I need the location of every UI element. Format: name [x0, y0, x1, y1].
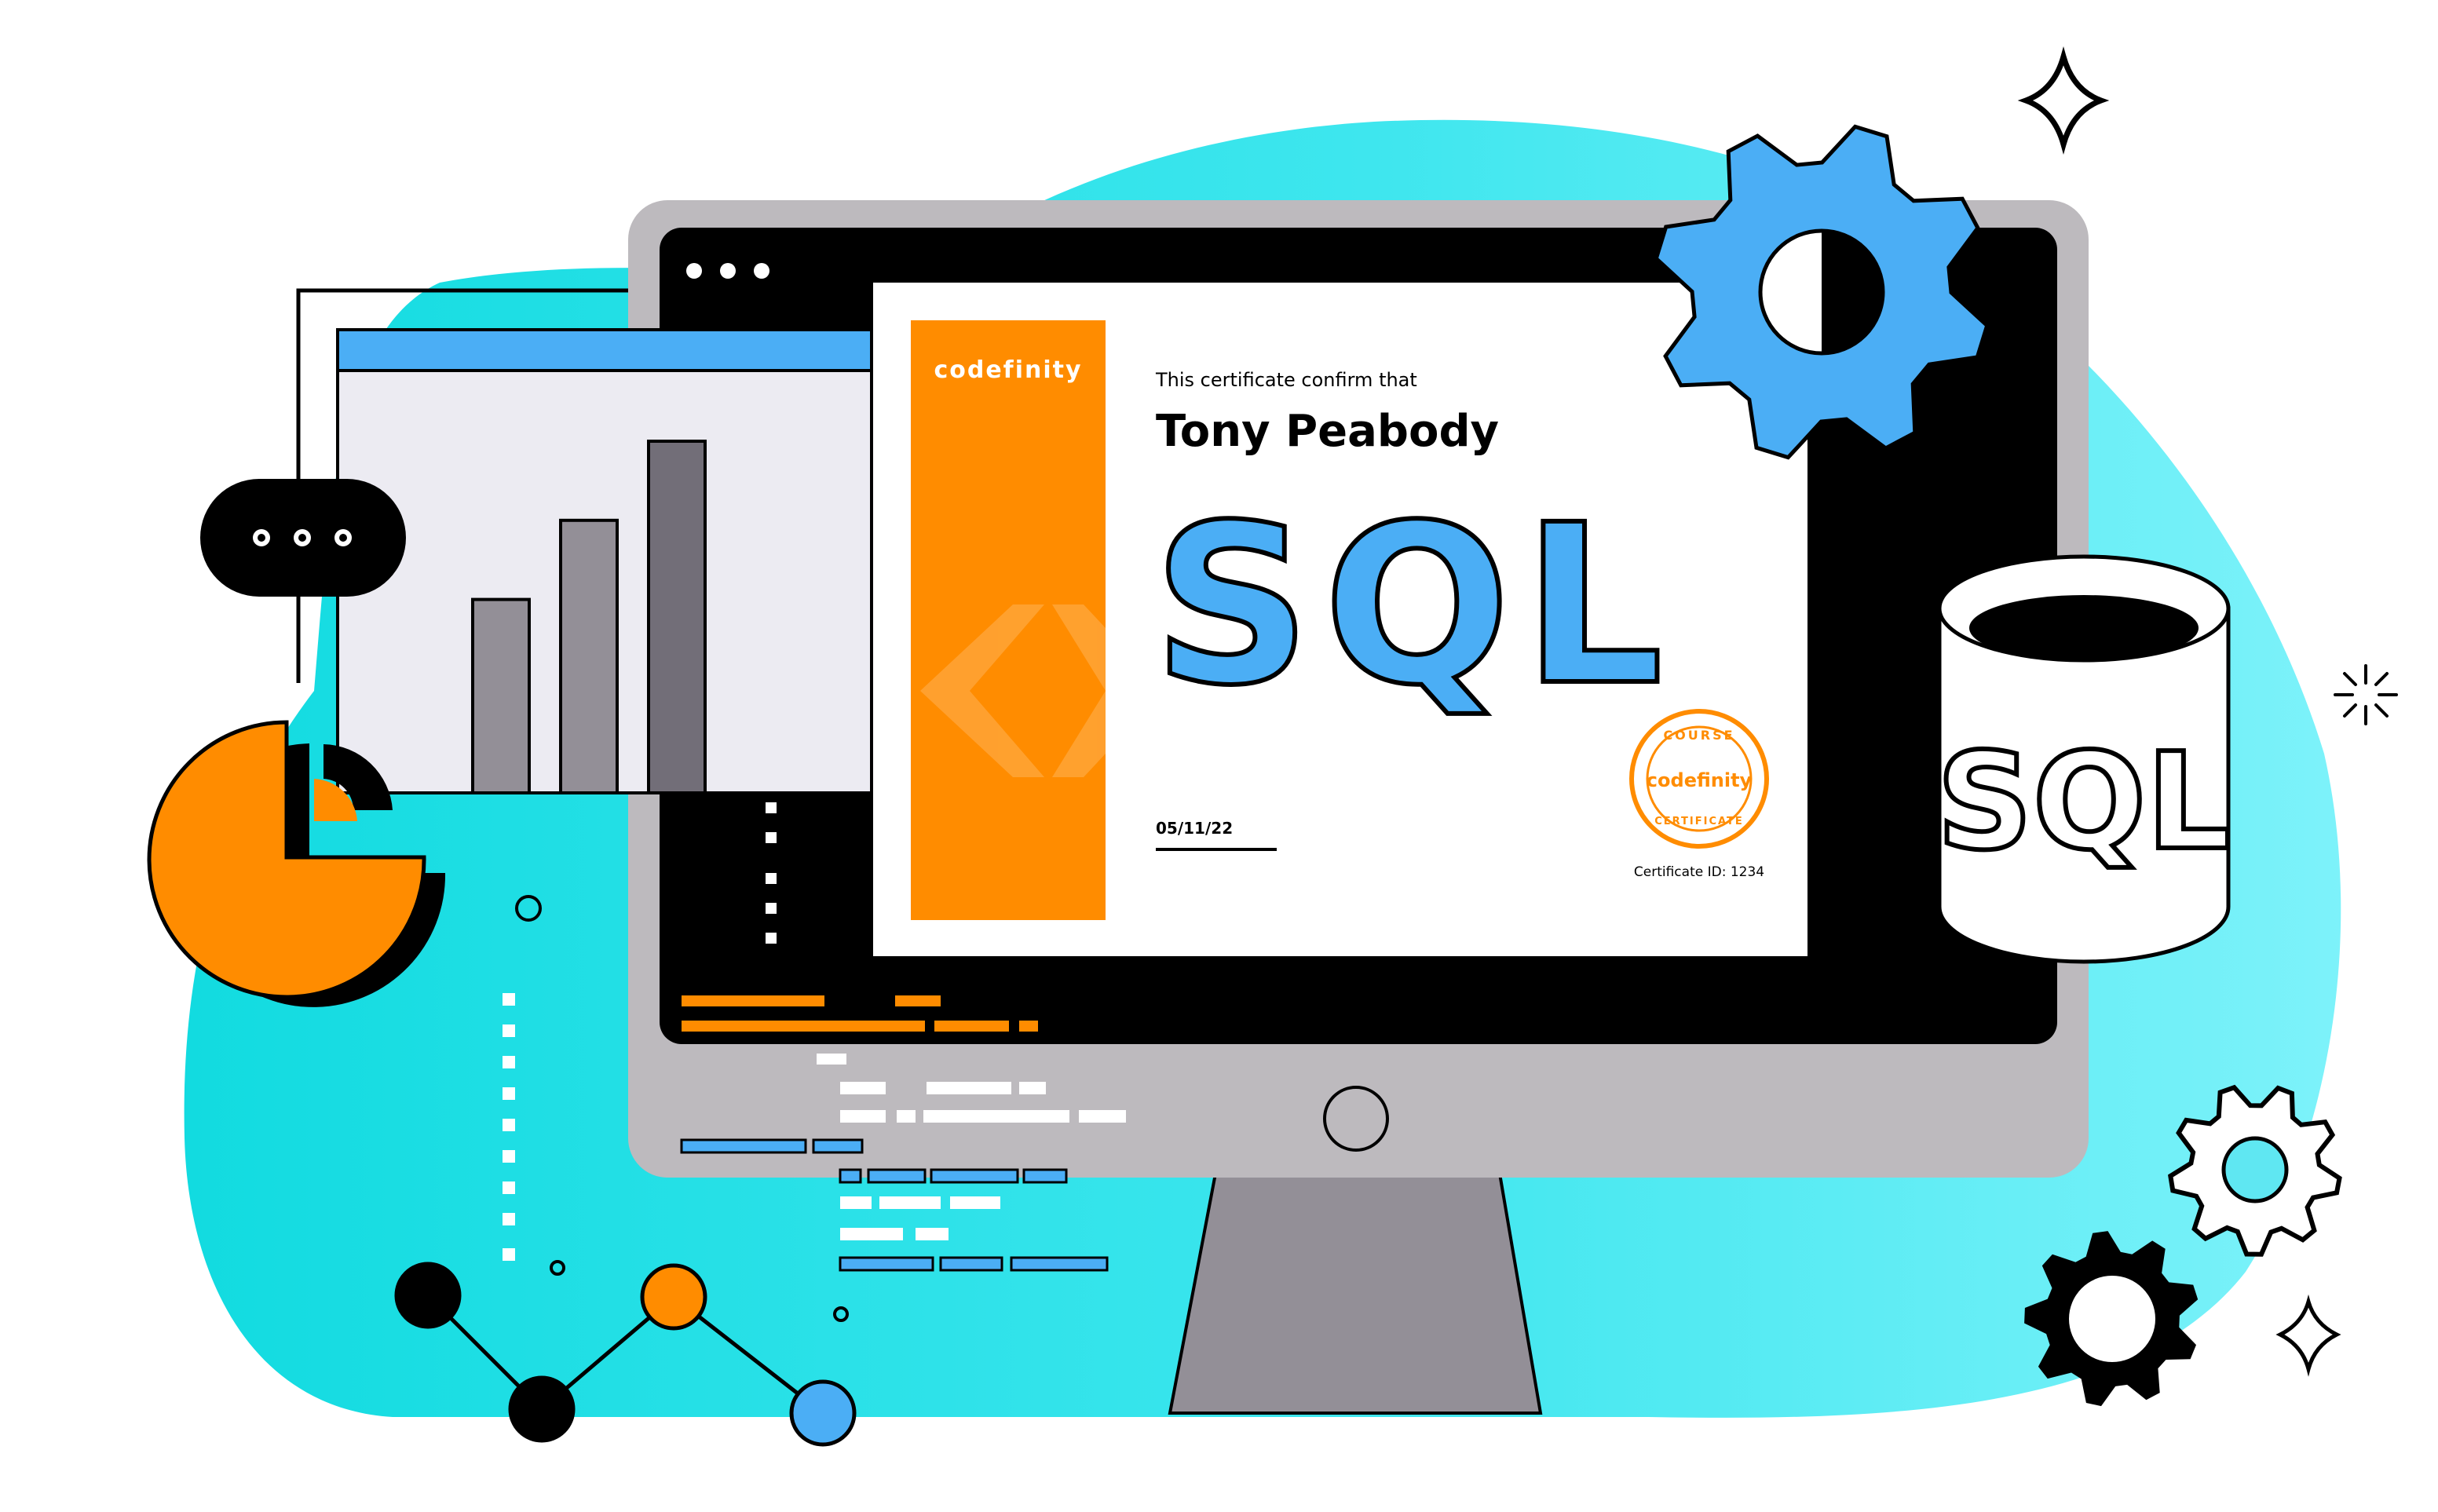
sparkle-icon: [2334, 664, 2398, 725]
certificate-sidebar: [911, 320, 1106, 920]
pie-chart-icon: [147, 720, 446, 1007]
power-button: [1323, 1086, 1389, 1152]
small-circle: [515, 895, 542, 922]
confirm-text: This certificate confirm that: [1155, 369, 1417, 391]
bar-chart-window: [296, 288, 873, 794]
network-graph-icon: [394, 1262, 857, 1447]
database-icon: SQL: [1934, 554, 2234, 964]
window-controls: [686, 263, 769, 279]
certificate-card: codefinity This certificate confirm that…: [873, 283, 1807, 956]
monitor-stand: [1168, 1172, 1543, 1415]
chart-bar: [647, 440, 707, 794]
gear-icon: [2168, 1084, 2342, 1257]
gear-icon: [1654, 124, 1990, 460]
database-label: SQL: [1936, 725, 2231, 880]
certificate-date: 05/11/22: [1156, 819, 1233, 838]
code-lines-blue: [680, 1138, 1109, 1272]
date-underline: [1156, 848, 1277, 851]
code-lines-white: [817, 1054, 1126, 1240]
chart-bar: [471, 597, 531, 794]
screen-dots: [766, 802, 777, 944]
certificate-brand: codefinity: [934, 356, 1082, 384]
recipient-name: Tony Peabody: [1156, 406, 1499, 457]
sparkle-icon: [2017, 46, 2110, 155]
certificate-id: Certificate ID: 1234: [1634, 864, 1764, 880]
course-title: SQL: [1153, 478, 1676, 734]
certificate-seal: COURSE codefinity CERTIFICATE: [1629, 709, 1769, 849]
code-brackets-watermark: [920, 604, 1106, 777]
seal-bottom-text: CERTIFICATE: [1654, 816, 1744, 827]
code-lines-orange: [682, 995, 1038, 1032]
seal-top-text: COURSE: [1663, 728, 1734, 743]
small-circle: [550, 1260, 565, 1276]
chart-bar: [559, 518, 619, 794]
window-titlebar: [336, 328, 873, 372]
small-circle: [833, 1306, 849, 1322]
seal-brand: codefinity: [1647, 769, 1753, 791]
gear-icon: [2024, 1231, 2199, 1407]
left-dotted-line: [503, 993, 515, 1261]
chat-bubble-icon: [200, 479, 406, 597]
bar-group: [471, 440, 707, 794]
sparkle-icon: [2275, 1294, 2341, 1377]
